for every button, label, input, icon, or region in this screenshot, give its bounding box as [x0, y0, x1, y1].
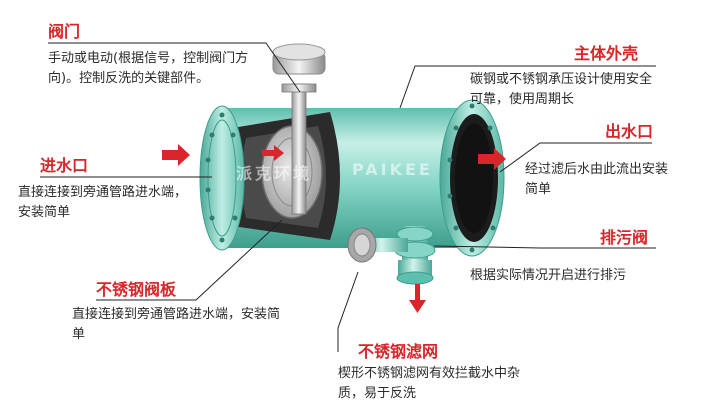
- plate-desc: 直接连接到旁通管路进水端，安装简单: [72, 307, 281, 342]
- drain-assembly: [347, 226, 436, 285]
- shell-title: 主体外壳: [574, 44, 639, 63]
- screen-title: 不锈钢滤网: [358, 342, 439, 361]
- valve-title: 阀门: [48, 22, 81, 41]
- flow-arrows: [162, 144, 506, 313]
- plate-title: 不锈钢阀板: [96, 280, 177, 299]
- outlet-title: 出水口: [605, 122, 654, 141]
- drain-desc: 根据实际情况开启进行排污: [470, 268, 627, 283]
- watermark-line-2: PAIKEE: [352, 160, 433, 179]
- outlet-arrow: [478, 148, 506, 170]
- drain-title: 排污阀: [600, 228, 649, 247]
- valve-assembly: [272, 43, 326, 215]
- plate-arrow: [262, 145, 284, 161]
- outlet-desc: 经过滤后水由此流出安装简单: [525, 162, 669, 197]
- screen-desc: 楔形不锈钢滤网有效拦截水中杂质，易于反洗: [338, 366, 521, 401]
- watermark-line-1: 派克环境: [236, 164, 313, 183]
- drain-arrow: [409, 284, 426, 313]
- leader-lines: [40, 42, 656, 352]
- inlet-flange: [199, 105, 245, 251]
- shell-desc: 碳钢或不锈钢承压设计使用安全可靠，使用周期长: [470, 72, 653, 107]
- inlet-desc: 直接连接到旁通管路进水端，安装简单: [18, 185, 188, 220]
- outlet-flange: [439, 99, 505, 257]
- inlet-title: 进水口: [40, 156, 89, 175]
- valve-desc: 手动或电动(根据信号，控制阀门方向)。控制反洗的关键部件。: [48, 51, 249, 86]
- inlet-arrow: [162, 144, 190, 166]
